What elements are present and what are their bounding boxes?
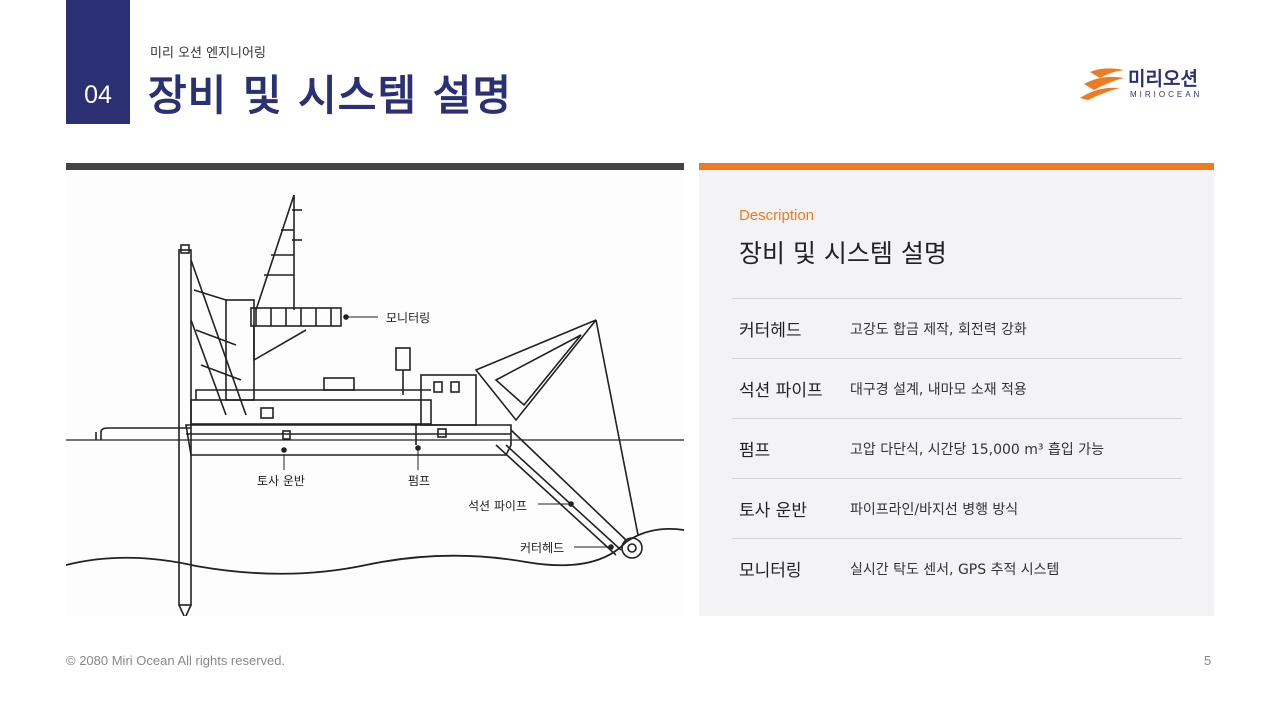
section-number: 04 (84, 81, 112, 109)
company-subtitle: 미리 오션 엔지니어링 (150, 46, 266, 61)
spec-key: 커터헤드 (739, 321, 802, 341)
label-pump: 펌프 (408, 474, 431, 488)
logo-subtext: MIRIOCEAN (1130, 90, 1203, 99)
spec-value: 대구경 설계, 내마모 소재 적용 (850, 382, 1027, 398)
spec-list: 커터헤드 고강도 합금 제작, 회전력 강화 석션 파이프 대구경 설계, 내마… (732, 298, 1182, 598)
panel-title: 장비 및 시스템 설명 (739, 239, 947, 268)
wave-stripes-icon (1080, 68, 1124, 100)
spec-key: 토사 운반 (739, 501, 807, 521)
spec-value: 파이프라인/바지선 병행 방식 (850, 502, 1019, 518)
spec-row: 펌프 고압 다단식, 시간당 15,000 m³ 흡입 가능 (732, 418, 1182, 478)
right-accent-bar (699, 163, 1214, 170)
dredger-illustration (66, 194, 684, 616)
label-suction-pipe: 석션 파이프 (468, 499, 528, 513)
logo-name: 미리오션 (1128, 68, 1198, 90)
dredger-diagram: 모니터링 토사 운반 펌프 석션 파이프 커터헤드 (66, 170, 684, 616)
label-cutter-head: 커터헤드 (520, 541, 565, 555)
page-number: 5 (1204, 653, 1212, 668)
spec-value: 실시간 탁도 센서, GPS 추적 시스템 (850, 562, 1060, 578)
spec-row: 커터헤드 고강도 합금 제작, 회전력 강화 (732, 298, 1182, 358)
spec-value: 고강도 합금 제작, 회전력 강화 (850, 322, 1027, 338)
spec-row: 토사 운반 파이프라인/바지선 병행 방식 (732, 478, 1182, 538)
company-logo: 미리오션 MIRIOCEAN (1080, 64, 1210, 102)
left-divider-bar (66, 163, 684, 170)
description-eyebrow: Description (739, 207, 815, 224)
spec-row: 석션 파이프 대구경 설계, 내마모 소재 적용 (732, 358, 1182, 418)
label-monitoring: 모니터링 (386, 311, 431, 325)
description-panel: Description 장비 및 시스템 설명 커터헤드 고강도 합금 제작, … (699, 170, 1214, 616)
copyright-text: © 2080 Miri Ocean All rights reserved. (66, 653, 286, 668)
page-title: 장비 및 시스템 설명 (148, 71, 512, 120)
spec-key: 석션 파이프 (739, 381, 823, 401)
spec-value: 고압 다단식, 시간당 15,000 m³ 흡입 가능 (850, 442, 1104, 458)
label-soil-transport: 토사 운반 (257, 474, 305, 488)
spec-row: 모니터링 실시간 탁도 센서, GPS 추적 시스템 (732, 538, 1182, 598)
spec-key: 모니터링 (739, 561, 802, 581)
spec-key: 펌프 (739, 441, 771, 461)
section-number-box: 04 (66, 0, 130, 124)
